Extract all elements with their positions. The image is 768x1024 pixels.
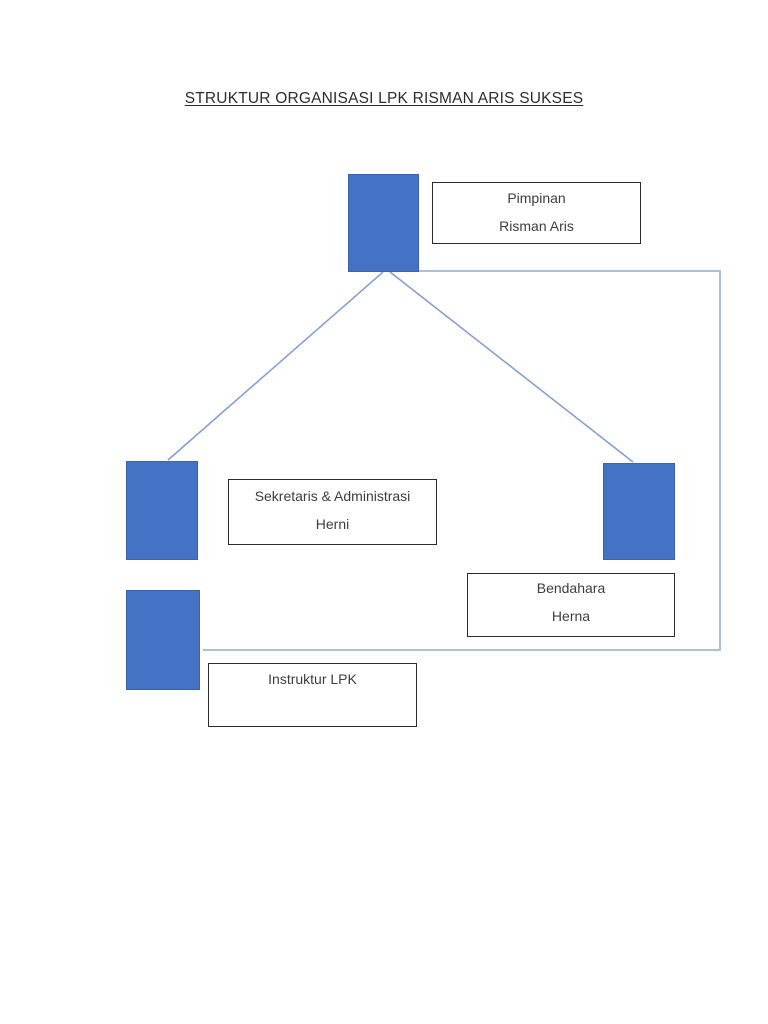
pimpinan-name: Risman Aris bbox=[499, 218, 574, 234]
bendahara-role: Bendahara bbox=[536, 580, 606, 596]
pimpinan-node-rect bbox=[348, 174, 419, 272]
sekretaris-name: Herni bbox=[315, 516, 350, 532]
instruktur-role: Instruktur LPK bbox=[268, 671, 357, 687]
sekretaris-role: Sekretaris & Administrasi bbox=[254, 488, 411, 504]
bendahara-label-box: Bendahara Herna bbox=[467, 573, 675, 637]
instruktur-label-box: Instruktur LPK bbox=[208, 663, 417, 727]
sekretaris-node-rect bbox=[126, 461, 198, 560]
bendahara-node-rect bbox=[603, 463, 675, 560]
connector-diagonal-left bbox=[167, 271, 384, 461]
bendahara-name: Herna bbox=[551, 608, 591, 624]
instruktur-node-rect bbox=[126, 590, 200, 690]
pimpinan-role: Pimpinan bbox=[507, 190, 566, 206]
sekretaris-label-box: Sekretaris & Administrasi Herni bbox=[228, 479, 437, 545]
page-title: STRUKTUR ORGANISASI LPK RISMAN ARIS SUKS… bbox=[184, 90, 584, 107]
pimpinan-label-box: Pimpinan Risman Aris bbox=[432, 182, 641, 244]
connector-diagonal-right bbox=[389, 271, 634, 463]
